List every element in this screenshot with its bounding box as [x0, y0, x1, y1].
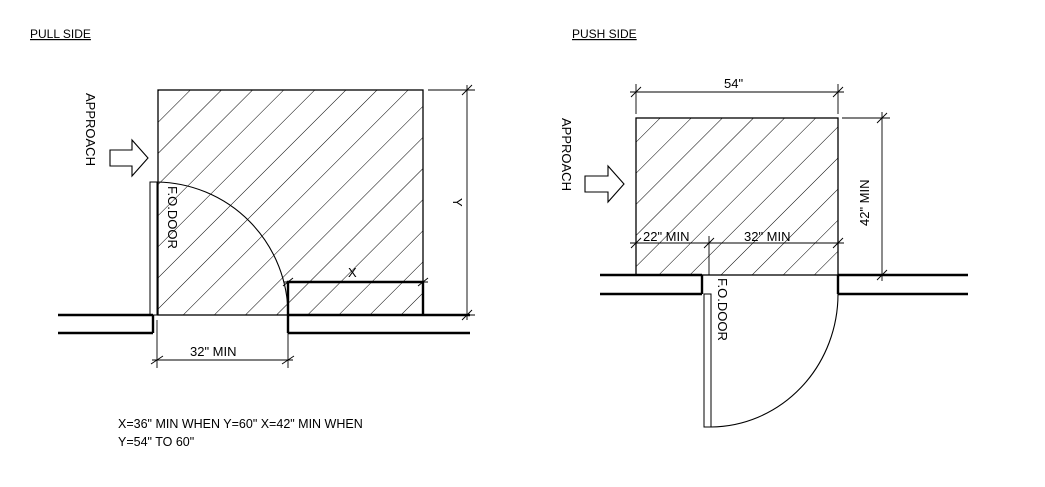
- push-door-leaf: [703, 293, 712, 428]
- pull-side-heading: PULL SIDE: [30, 27, 91, 41]
- pull-approach-arrow-icon: [109, 138, 149, 178]
- pull-note-line-2: Y=54" TO 60": [118, 435, 194, 449]
- push-approach-label: APPROACH: [559, 118, 574, 191]
- push-door-label: F.O.DOOR: [715, 278, 730, 341]
- pull-note-line-1: X=36" MIN WHEN Y=60" X=42" MIN WHEN: [118, 417, 363, 431]
- push-clear-floor-space: [635, 117, 839, 276]
- push-side-diagram: PUSH SIDE APPROACH F.O.DOOR 54": [559, 27, 968, 428]
- push-latch-dimension-label: 22" MIN: [643, 229, 690, 244]
- push-wall: [600, 273, 968, 296]
- pull-side-diagram: PULL SIDE APPROACH F.O.DOOR: [30, 27, 475, 449]
- push-door-swing-arc: [710, 293, 839, 428]
- push-side-heading: PUSH SIDE: [572, 27, 637, 41]
- push-approach-arrow-icon: [584, 164, 625, 204]
- push-depth-dimension: [842, 112, 890, 281]
- pull-clear-floor-space: [157, 89, 424, 316]
- pull-door-label: F.O.DOOR: [165, 186, 180, 249]
- pull-door-swing-arc: [156, 181, 289, 316]
- pull-wall: [58, 313, 470, 335]
- pull-y-dimension: [428, 84, 475, 321]
- push-clearance-dimension: [630, 236, 844, 275]
- push-depth-dimension-label: 42" MIN: [857, 179, 872, 226]
- pull-width-dimension-label: 32" MIN: [190, 344, 237, 359]
- pull-approach-label: APPROACH: [83, 93, 98, 166]
- push-width-dimension: [630, 84, 844, 114]
- pull-door-leaf: [149, 181, 158, 316]
- pull-x-dimension-label: X: [348, 265, 357, 280]
- push-width-dimension-label: 54": [724, 76, 743, 91]
- pull-y-dimension-label: Y: [450, 198, 465, 207]
- pull-x-dimension: [282, 277, 429, 287]
- pull-width-dimension: [150, 320, 295, 368]
- push-door-dimension-label: 32" MIN: [744, 229, 791, 244]
